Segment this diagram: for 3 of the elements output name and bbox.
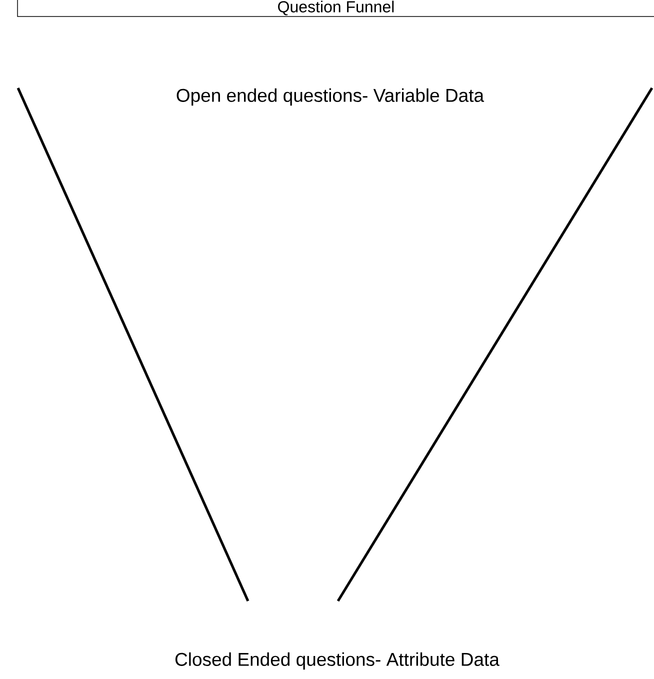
label-text: Open ended questions- Variable Data bbox=[174, 87, 486, 107]
label-text: Closed Ended questions- Attribute Data bbox=[174, 651, 500, 671]
title-box: Question Funnel bbox=[17, 0, 654, 17]
